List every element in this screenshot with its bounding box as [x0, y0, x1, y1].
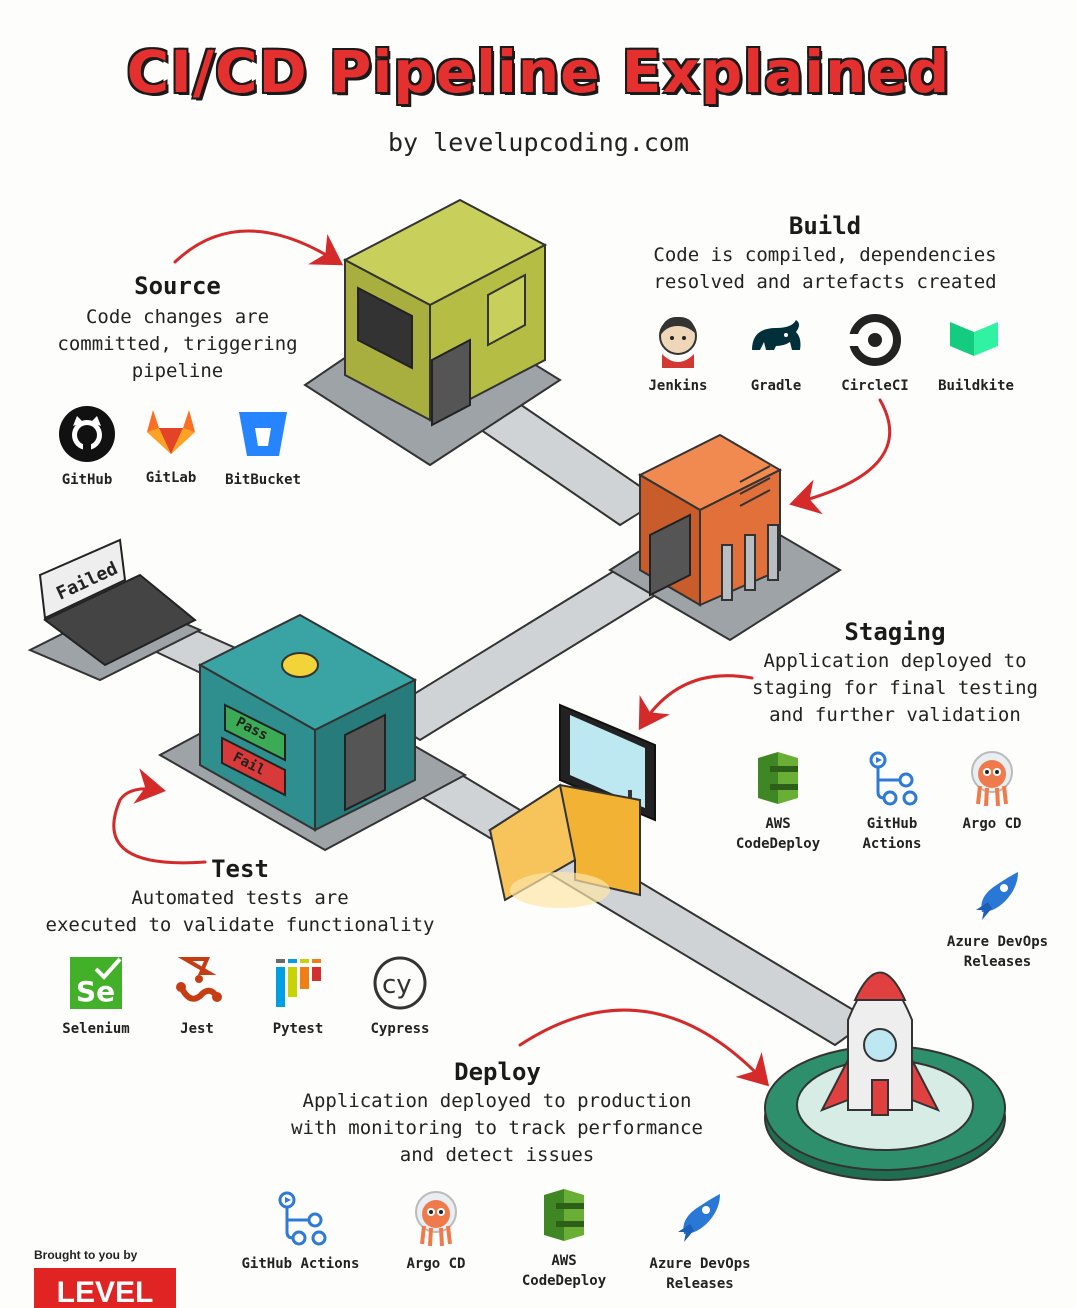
tool-azure-devops-staging: Azure DevOps Releases: [940, 866, 1055, 972]
tool-aws-codedeploy-deploy: AWS CodeDeploy: [509, 1185, 619, 1291]
tool-circleci: CircleCI: [820, 310, 930, 396]
tool-aws-codedeploy-staging: AWS CodeDeploy: [723, 748, 833, 854]
tool-gradle: Gradle: [721, 310, 831, 396]
rocket-launchpad: [764, 971, 1006, 1181]
staging-description: Application deployed to staging for fina…: [752, 650, 1038, 726]
source-machine: [303, 198, 562, 467]
tool-jenkins: Jenkins: [623, 310, 733, 396]
aws-codedeploy-icon: [758, 752, 798, 804]
test-title: Test: [211, 855, 269, 883]
gitlab-icon: [147, 410, 195, 454]
source-description: Code changes are committed, triggering p…: [57, 306, 298, 382]
azure-devops-icon: [678, 1194, 720, 1242]
gradle-icon: [752, 320, 801, 350]
page-title: CI/CD Pipeline Explained: [126, 38, 951, 106]
build-machine: [608, 433, 842, 642]
tool-buildkite: Buildkite: [921, 310, 1031, 396]
red-arrows: [112, 229, 892, 1087]
tool-gitlab: GitLab: [116, 402, 226, 488]
test-description: Automated tests are executed to validate…: [45, 887, 435, 936]
failed-bin: Failed: [27, 538, 203, 682]
page-subtitle: by levelupcoding.com: [387, 128, 690, 157]
deploy-title: Deploy: [454, 1058, 541, 1086]
buildkite-icon: [950, 322, 998, 356]
deploy-description: Application deployed to production with …: [291, 1090, 703, 1166]
aws-codedeploy-icon: [544, 1189, 584, 1241]
tool-github: GitHub: [32, 404, 142, 490]
github-actions-icon: [869, 751, 918, 806]
tool-cypress: cy Cypress: [345, 953, 455, 1039]
bitbucket-icon: [239, 412, 287, 456]
cypress-icon: cy: [373, 956, 427, 1010]
argocd-icon: [971, 751, 1013, 807]
tool-argocd-staging: Argo CD: [937, 748, 1047, 834]
pytest-icon: [276, 959, 321, 1007]
test-machine: Pass Fail: [157, 613, 468, 852]
tool-github-actions-staging: GitHub Actions: [837, 748, 947, 854]
selenium-icon: Se: [70, 957, 122, 1009]
tool-selenium: Se Selenium: [41, 953, 151, 1039]
jest-icon: [176, 957, 222, 1002]
build-title: Build: [788, 212, 862, 240]
tool-pytest: Pytest: [243, 953, 353, 1039]
svg-text:cy: cy: [382, 970, 412, 1000]
tool-jest: Jest: [142, 953, 252, 1039]
circleci-icon: [849, 314, 901, 366]
tool-github-actions-deploy: GitHub Actions: [228, 1188, 373, 1274]
svg-text:Se: Se: [76, 975, 115, 1008]
staging-scanner: [487, 703, 656, 908]
brought-to-you-label: Brought to you by: [34, 1248, 138, 1262]
github-actions-icon: [278, 1191, 326, 1246]
level-up-logo: LEVEL UP: [34, 1268, 176, 1308]
jenkins-icon: [659, 316, 697, 368]
github-icon: [59, 406, 115, 462]
staging-title: Staging: [844, 618, 946, 646]
tool-azure-devops-deploy: Azure DevOps Releases: [640, 1188, 760, 1294]
source-title: Source: [134, 272, 221, 300]
build-description: Code is compiled, dependencies resolved …: [653, 244, 997, 293]
tool-bitbucket: BitBucket: [208, 404, 318, 490]
azure-devops-icon: [975, 872, 1018, 920]
argocd-icon: [415, 1191, 457, 1247]
tool-argocd-deploy: Argo CD: [381, 1188, 491, 1274]
